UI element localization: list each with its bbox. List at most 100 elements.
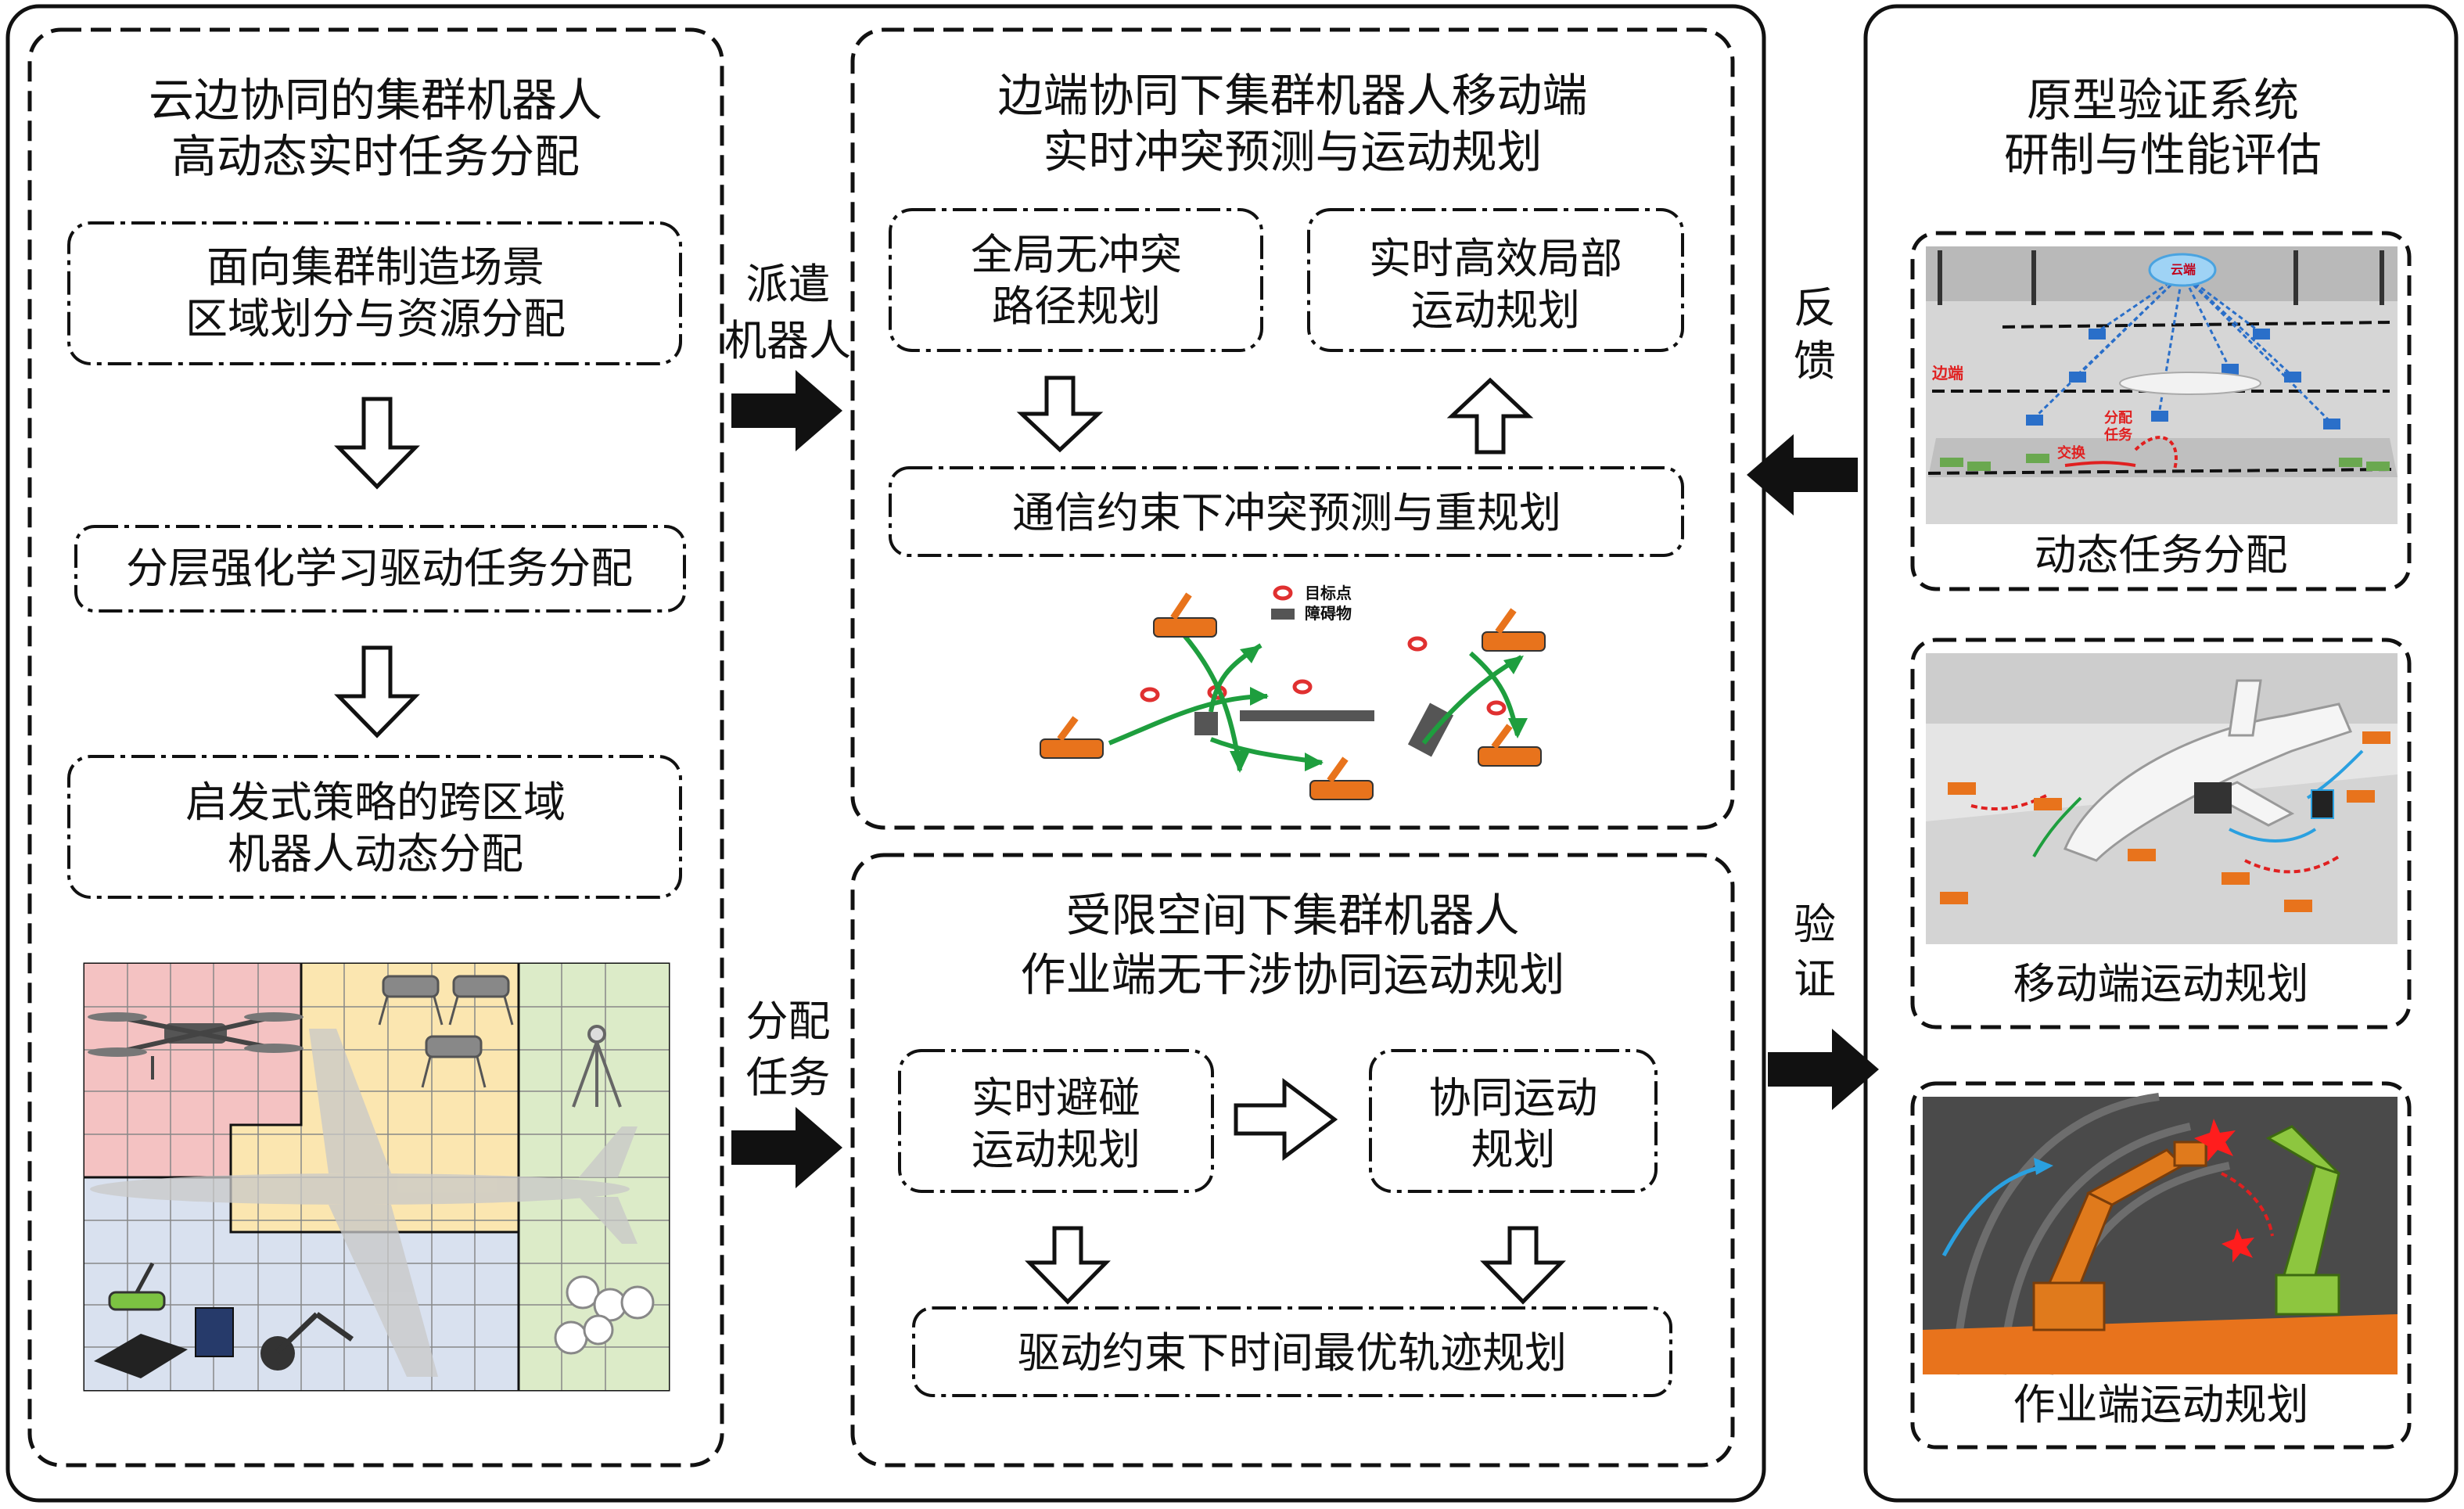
up-arrow-icon [1446, 377, 1534, 454]
mobile-robot-icon [1482, 608, 1546, 652]
avoid-box [898, 1049, 1214, 1193]
collision-icon [2194, 1119, 2254, 1263]
assign-label-line1: 分配 [745, 997, 831, 1046]
mobile-robot-icon [1309, 756, 1374, 800]
image3-frame [1910, 1081, 2412, 1450]
time-optimal-label: 驱动约束下时间最优轨迹规划 [1018, 1328, 1567, 1378]
image3-caption: 作业端运动规划 [2013, 1380, 2309, 1429]
left-panel-title-line1: 云边协同的集群机器人 [148, 74, 602, 127]
image1-task-allocation [1926, 246, 2398, 524]
industrial-robot-icon [2032, 1141, 2207, 1331]
image2-frame [1910, 638, 2412, 1029]
dispatch-arrow-icon [731, 370, 842, 451]
obstacle [1240, 710, 1374, 721]
mobile-robot-icon [1040, 716, 1104, 759]
legend-obstacle-label: 障碍物 [1305, 604, 1352, 623]
arm-panel-title-line2: 作业端无干涉协同运动规划 [1020, 948, 1565, 1001]
mobile-panel-title-line1: 边端协同下集群机器人移动端 [997, 69, 1588, 122]
dispatch-label-line2: 机器人 [724, 316, 851, 365]
coop-label-line2: 规划 [1471, 1125, 1556, 1174]
legend-obstacle-swatch [1271, 609, 1295, 620]
avoid-label-line2: 运动规划 [972, 1125, 1140, 1174]
down-arrow-icon [1016, 375, 1104, 453]
img1-assign-label-2: 任务 [2104, 427, 2132, 444]
arm-panel-title-line1: 受限空间下集群机器人 [1065, 889, 1520, 942]
target-point [1292, 679, 1313, 695]
img1-cloud-label: 云端 [2171, 262, 2196, 277]
local-motion-label-line1: 实时高效局部 [1369, 234, 1622, 283]
prototype-outer-frame [1863, 4, 2459, 1503]
feedback-arrow-icon [1747, 434, 1858, 516]
left-panel-title-line2: 高动态实时任务分配 [171, 130, 580, 183]
legend-target-label: 目标点 [1305, 584, 1352, 602]
local-motion-box [1307, 208, 1684, 352]
tracked-robot-icon [108, 1262, 166, 1311]
down-arrow-icon [334, 397, 420, 490]
verify-label-line2: 证 [1794, 954, 1836, 1004]
image2-mobile-planning [1926, 653, 2398, 944]
down-arrow-icon [334, 645, 420, 738]
feedback-label-line1: 反 [1794, 283, 1836, 332]
right-arrow-icon [1234, 1078, 1338, 1161]
drone-icon [88, 1012, 304, 1080]
assign-arrow-icon [731, 1107, 842, 1188]
down-arrow-icon [1480, 1226, 1566, 1305]
arm-panel-frame [850, 853, 1735, 1468]
zone-yellow [231, 964, 519, 1232]
time-optimal-box [912, 1306, 1672, 1397]
global-path-label-line1: 全局无冲突 [971, 230, 1182, 279]
image1-caption: 动态任务分配 [2034, 530, 2288, 580]
verify-label-line1: 验 [1794, 900, 1836, 949]
global-path-box [889, 208, 1263, 352]
target-point [1273, 585, 1293, 601]
coop-label-line1: 协同运动 [1428, 1073, 1598, 1123]
mobile-panel-frame [850, 27, 1735, 830]
dispatch-label-line1: 派遣 [745, 260, 831, 309]
image3-arm-planning [1923, 1093, 2398, 1375]
zone-map [83, 962, 670, 1392]
cloud-icon [2148, 253, 2217, 287]
feedback-label-line2: 馈 [1794, 336, 1836, 386]
sensor-cluster-icon [554, 1275, 655, 1355]
img1-exchange-label: 交换 [2057, 445, 2085, 462]
prototype-title-line2: 研制与性能评估 [2003, 128, 2322, 181]
mobile-robot-icon [1478, 724, 1542, 767]
airplane-icon [90, 1029, 638, 1377]
left-panel-frame [27, 27, 724, 1468]
step3-label-line2: 机器人动态分配 [228, 829, 523, 878]
step2-label: 分层强化学习驱动任务分配 [126, 544, 633, 593]
target-point [1140, 687, 1160, 702]
conflict-box [889, 466, 1684, 557]
mobile-panel-title-line2: 实时冲突预测与运动规划 [1043, 125, 1543, 178]
prototype-title-line1: 原型验证系统 [2026, 74, 2299, 127]
obstacle [1194, 712, 1218, 735]
equipment-icon [94, 1307, 354, 1378]
img1-assign-label-1: 分配 [2104, 410, 2132, 426]
tripod-scanner-icon [572, 1025, 622, 1108]
quadruped-robot-icon [378, 975, 514, 1088]
assign-label-line2: 任务 [745, 1053, 831, 1102]
obstacle [1407, 702, 1454, 757]
step1-box [67, 221, 682, 365]
down-arrow-icon [1025, 1226, 1111, 1305]
step1-label-line2: 区域划分与资源分配 [185, 294, 566, 343]
verify-arrow-icon [1768, 1029, 1879, 1110]
local-motion-label-line2: 运动规划 [1411, 286, 1580, 335]
step3-label-line1: 启发式策略的跨区域 [185, 778, 566, 827]
industrial-robot-icon [2265, 1125, 2340, 1316]
global-path-label-line2: 路径规划 [992, 282, 1161, 331]
avoid-label-line1: 实时避碰 [972, 1073, 1140, 1123]
image2-caption: 移动端运动规划 [2013, 959, 2309, 1008]
conflict-label: 通信约束下冲突预测与重规划 [1012, 488, 1561, 537]
image1-frame [1910, 231, 2412, 591]
step2-box [74, 525, 686, 613]
main-outer-frame [5, 4, 1766, 1503]
step3-box [67, 755, 682, 899]
target-point [1407, 636, 1428, 652]
mobile-robot-icon [1153, 592, 1217, 638]
img1-edge-label: 边端 [1932, 364, 1963, 383]
target-point [1486, 700, 1507, 716]
step1-label-line1: 面向集群制造场景 [207, 243, 544, 292]
conflict-scene [1040, 585, 1546, 800]
